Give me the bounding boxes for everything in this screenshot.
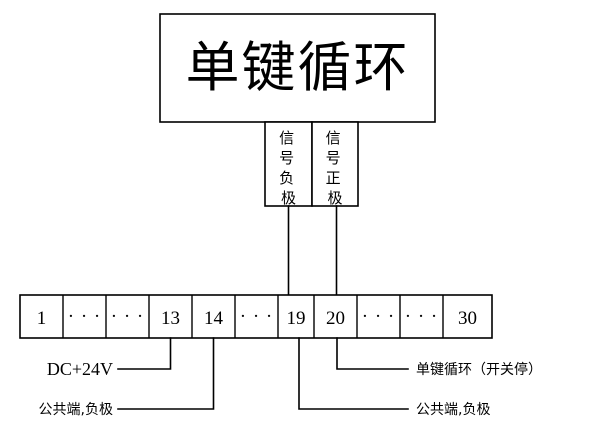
signal-negative-box-label: 信 号 负 极 xyxy=(279,130,298,207)
signal-negative-char-2: 负 xyxy=(279,170,294,187)
terminal-strip-outline xyxy=(19,294,493,339)
terminal-cell-19[interactable]: 19 xyxy=(287,308,306,329)
leader-line-single-button-cycle xyxy=(336,337,409,370)
signal-positive-char-0: 信 xyxy=(326,130,341,147)
annotation-single-button-cycle: 单键循环（开关停） xyxy=(416,361,542,378)
signal-positive-char-3: 极 xyxy=(327,190,342,207)
signal-negative-char-0: 信 xyxy=(279,130,294,147)
title-box-label: 单键循环 xyxy=(186,38,410,98)
terminal-cell-1[interactable]: 1 xyxy=(37,308,47,329)
leader-line-dc-24v xyxy=(117,337,172,370)
title-box-outline xyxy=(159,13,436,123)
terminal-cell-20[interactable]: 20 xyxy=(326,308,345,329)
terminal-cell-6: · · · xyxy=(240,306,273,327)
signal-positive-box-label: 信 号 正 极 xyxy=(326,130,345,207)
terminal-cell-3: · · · xyxy=(111,306,144,327)
terminal-cell-9: · · · xyxy=(362,306,395,327)
terminal-cell-14[interactable]: 14 xyxy=(204,308,224,329)
annotation-dc-24v: DC+24V xyxy=(47,359,113,379)
terminal-strip: 1 · · · · · · 13 14 · · · 19 20 · · · · … xyxy=(19,294,493,339)
annotation-common-negative-left: 公共端,负极 xyxy=(39,402,113,418)
terminal-cell-13[interactable]: 13 xyxy=(161,308,180,329)
signal-negative-char-1: 号 xyxy=(279,151,294,167)
terminal-cell-2: · · · xyxy=(68,306,101,327)
title-box: 单键循环 xyxy=(159,13,436,123)
leader-line-common-negative-left xyxy=(117,337,215,410)
signal-positive-box: 信 号 正 极 xyxy=(311,121,359,207)
signal-positive-char-1: 号 xyxy=(326,151,341,167)
signal-negative-char-3: 极 xyxy=(281,190,296,207)
signal-positive-box-outline xyxy=(311,121,359,207)
leader-line-common-negative-right xyxy=(298,337,409,410)
annotation-common-negative-right: 公共端,负极 xyxy=(416,402,490,418)
signal-positive-char-2: 正 xyxy=(326,171,341,187)
signal-negative-box-outline xyxy=(264,121,313,207)
terminal-cell-30[interactable]: 30 xyxy=(458,308,477,329)
signal-negative-box: 信 号 负 极 xyxy=(264,121,313,207)
terminal-cell-10: · · · xyxy=(405,306,438,327)
